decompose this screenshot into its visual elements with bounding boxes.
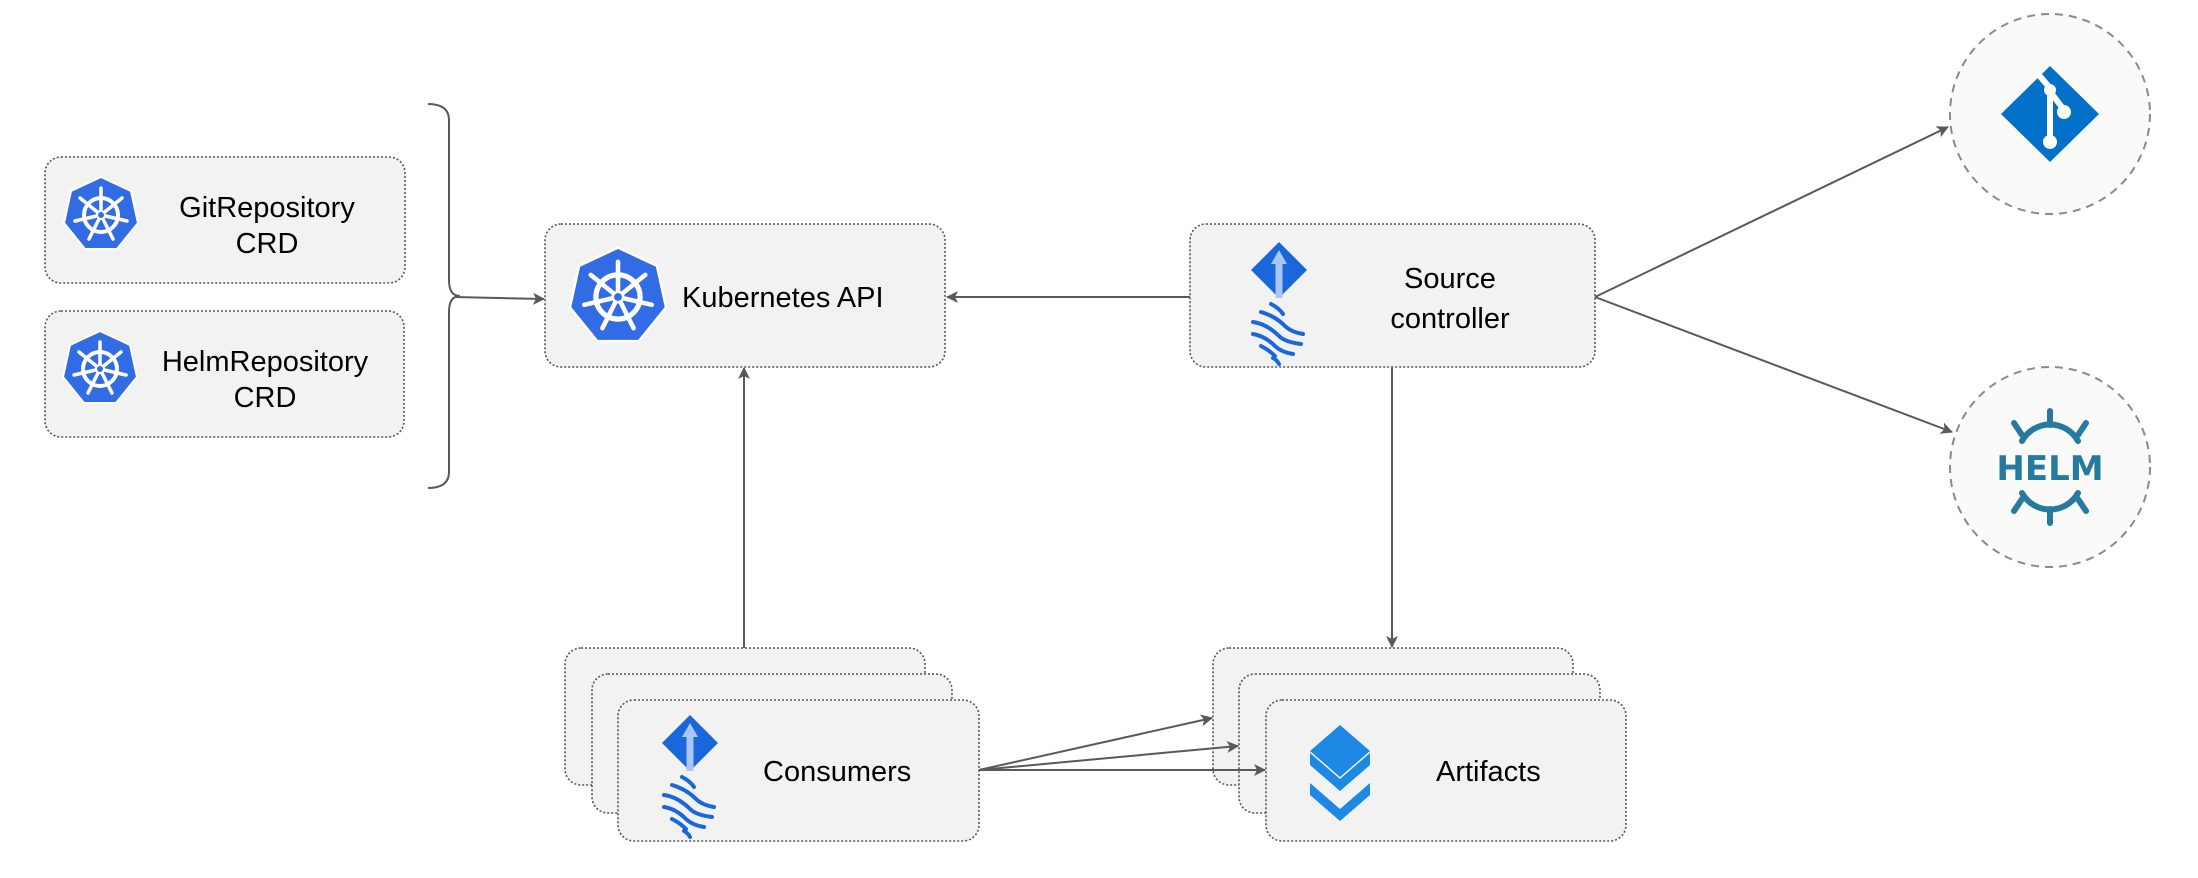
source-controller-node: Source controller <box>1189 223 1596 368</box>
source-controller-label-line2: controller <box>1390 303 1510 335</box>
edge-consumers-to-artifact-2 <box>978 741 1239 771</box>
helm-crd-label-line2: CRD <box>234 382 297 414</box>
grouping-brace <box>427 103 461 489</box>
consumers-label: Consumers <box>763 756 911 788</box>
git-repository-crd-node: GitRepository CRD <box>44 156 406 284</box>
helm-crd-label-line1: HelmRepository <box>162 346 369 378</box>
git-crd-label-line1: GitRepository <box>179 192 355 224</box>
git-icon <box>2001 66 2099 162</box>
helm-icon: HELM <box>1996 408 2104 526</box>
kube-api-label: Kubernetes API <box>682 282 884 314</box>
kubernetes-api-node: Kubernetes API <box>544 223 946 368</box>
edge-consumers-to-artifact-1 <box>978 714 1213 771</box>
edge-crds-to-kube-api <box>454 292 545 305</box>
artifacts-node: Artifacts <box>1212 647 1627 842</box>
edge-source-controller-to-git <box>1594 126 1949 298</box>
helm-repository-crd-node: HelmRepository CRD <box>44 310 405 438</box>
artifacts-label: Artifacts <box>1436 756 1541 788</box>
source-controller-label-line1: Source <box>1404 263 1496 295</box>
git-repository-node <box>1949 13 2151 215</box>
helm-repository-node: HELM <box>1949 366 2151 568</box>
edge-source-controller-to-helm <box>1594 296 1953 434</box>
git-crd-label-line2: CRD <box>236 228 299 260</box>
consumers-node: Consumers <box>564 647 980 842</box>
helm-logo-text: HELM <box>1996 449 2103 489</box>
